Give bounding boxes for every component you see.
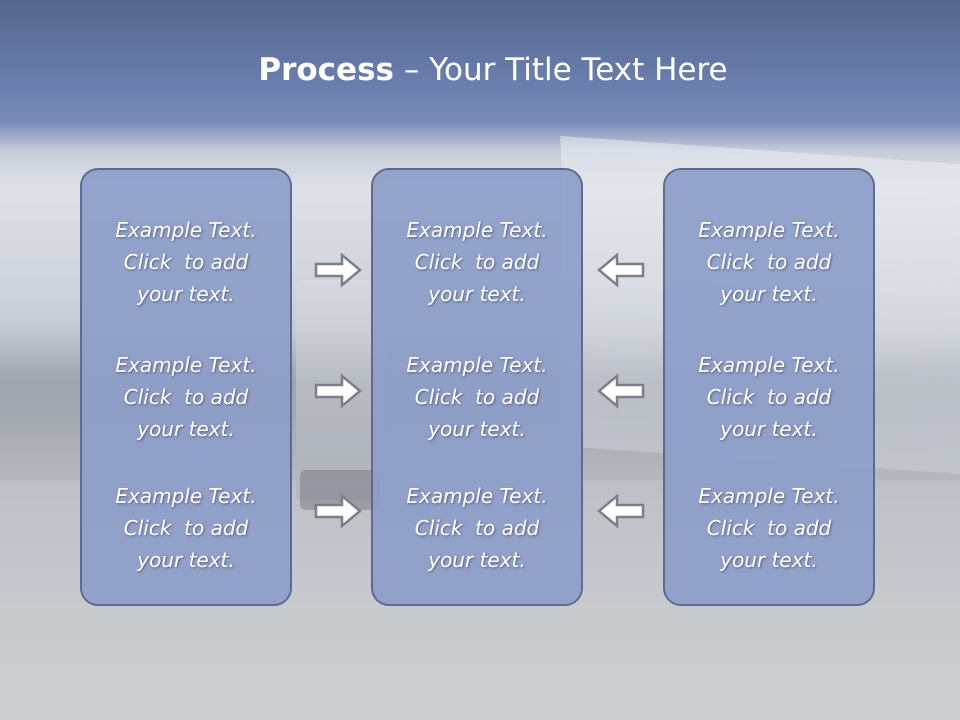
text-line: your text. [137, 548, 235, 572]
title-separator: – [394, 52, 430, 88]
text-line: your text. [428, 417, 526, 441]
text-line: your text. [428, 548, 526, 572]
text-line: your text. [137, 417, 235, 441]
panel-text-block[interactable]: Example Text. Click to add your text. [82, 349, 290, 445]
text-line: Click to add [706, 516, 832, 540]
right-arrow-icon [314, 252, 362, 288]
text-line: your text. [720, 282, 818, 306]
text-line: Example Text. [115, 484, 257, 508]
right-arrow-icon [314, 493, 362, 529]
text-line: Example Text. [698, 484, 840, 508]
panel-text-block[interactable]: Example Text. Click to add your text. [373, 480, 581, 576]
panel-text-block[interactable]: Example Text. Click to add your text. [373, 214, 581, 310]
text-line: Example Text. [698, 353, 840, 377]
left-arrow-icon [597, 493, 645, 529]
panel-text-block[interactable]: Example Text. Click to add your text. [665, 214, 873, 310]
text-line: Example Text. [115, 353, 257, 377]
text-line: Example Text. [406, 218, 548, 242]
right-arrow-icon [314, 373, 362, 409]
text-line: your text. [720, 548, 818, 572]
title-rest-part: Your Title Text Here [429, 52, 728, 88]
panel-text-block[interactable]: Example Text. Click to add your text. [373, 349, 581, 445]
text-line: Example Text. [406, 353, 548, 377]
background-truck-wheels [300, 470, 380, 510]
text-line: Click to add [706, 250, 832, 274]
text-line: Example Text. [115, 218, 257, 242]
text-line: Click to add [414, 516, 540, 540]
left-arrow-icon [597, 373, 645, 409]
text-line: Example Text. [698, 218, 840, 242]
text-line: your text. [720, 417, 818, 441]
text-line: Click to add [414, 250, 540, 274]
text-line: Click to add [123, 385, 249, 409]
text-line: Example Text. [406, 484, 548, 508]
process-panel-right[interactable]: Example Text. Click to add your text. Ex… [663, 168, 875, 606]
text-line: your text. [428, 282, 526, 306]
text-line: Click to add [123, 250, 249, 274]
text-line: your text. [137, 282, 235, 306]
panel-text-block[interactable]: Example Text. Click to add your text. [82, 480, 290, 576]
process-panel-left[interactable]: Example Text. Click to add your text. Ex… [80, 168, 292, 606]
panel-text-block[interactable]: Example Text. Click to add your text. [665, 349, 873, 445]
title-bold-part: Process [258, 52, 394, 88]
text-line: Click to add [414, 385, 540, 409]
text-line: Click to add [123, 516, 249, 540]
slide-title[interactable]: Process – Your Title Text Here [0, 52, 960, 88]
panel-text-block[interactable]: Example Text. Click to add your text. [82, 214, 290, 310]
text-line: Click to add [706, 385, 832, 409]
panel-text-block[interactable]: Example Text. Click to add your text. [665, 480, 873, 576]
process-panel-center[interactable]: Example Text. Click to add your text. Ex… [371, 168, 583, 606]
left-arrow-icon [597, 252, 645, 288]
